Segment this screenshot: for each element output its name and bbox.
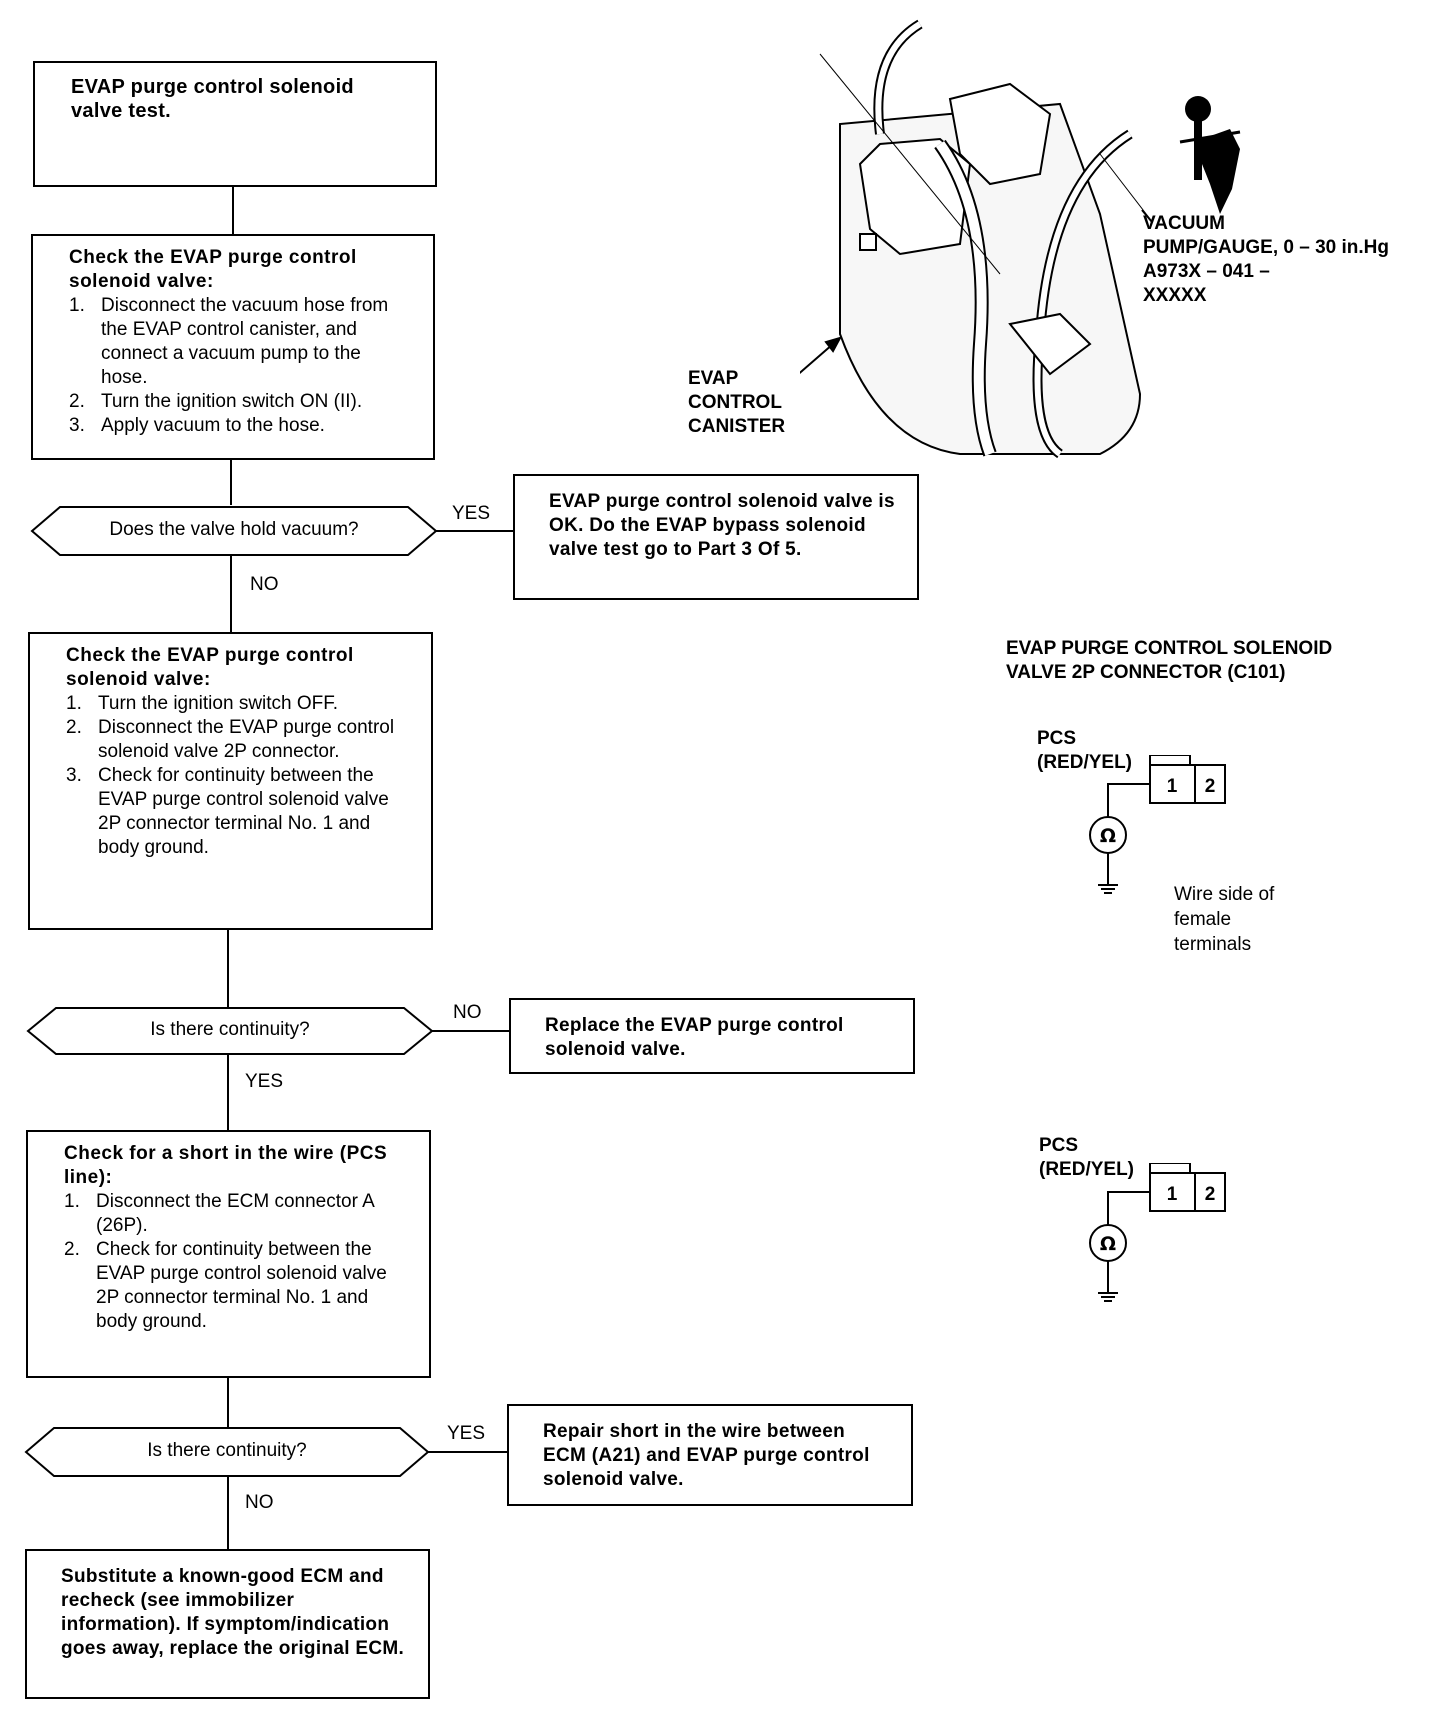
step3-list: 1.Disconnect the ECM connector A (26P). … — [64, 1190, 399, 1334]
step1-title: Check the EVAP purge control solenoid va… — [69, 247, 357, 292]
step1-item: 1.Disconnect the vacuum hose from the EV… — [69, 295, 389, 388]
connector1-note: Wire side of female terminals — [1174, 884, 1275, 955]
step2-item: 3.Check for continuity between the EVAP … — [66, 765, 389, 858]
result3-box: Repair short in the wire between ECM (A2… — [507, 1404, 913, 1506]
result3-text: Repair short in the wire between ECM (A2… — [543, 1421, 870, 1490]
start-box: EVAP purge control solenoid valve test. — [33, 61, 437, 187]
result2-text: Replace the EVAP purge control solenoid … — [545, 1015, 844, 1060]
decision-diamond-2 — [26, 1007, 434, 1055]
step2-item: 1.Turn the ignition switch OFF. — [66, 693, 339, 714]
connector2-pin1: 1 — [1167, 1184, 1178, 1205]
decision1-question: Does the valve hold vacuum? — [109, 519, 359, 540]
step2-list: 1.Turn the ignition switch OFF. 2.Discon… — [66, 692, 401, 860]
decision1-yes-label: YES — [452, 503, 491, 524]
decision2-yes-label: YES — [245, 1071, 284, 1092]
canister-label: EVAP CONTROL CANISTER — [688, 368, 786, 437]
final-box: Substitute a known-good ECM and recheck … — [25, 1549, 430, 1699]
decision2-no-label: NO — [453, 1002, 482, 1023]
decision-diamond-1 — [30, 506, 438, 556]
connector2-pin2: 2 — [1205, 1184, 1216, 1205]
decision1-no-label: NO — [250, 574, 279, 595]
decision3-no-label: NO — [245, 1492, 274, 1513]
connector2-wire-label: PCS (RED/YEL) — [1039, 1135, 1134, 1180]
vacuum-pump-icon — [1179, 96, 1241, 214]
decision-diamond-3 — [24, 1427, 430, 1477]
step1-item: 2.Turn the ignition switch ON (II). — [69, 391, 363, 412]
decision2-question: Is there continuity? — [150, 1019, 310, 1040]
step3-item: 1.Disconnect the ECM connector A (26P). — [64, 1191, 374, 1236]
connector1-pin1: 1 — [1167, 776, 1178, 797]
decision3-yes-label: YES — [447, 1423, 486, 1444]
step2-item: 2.Disconnect the EVAP purge control sole… — [66, 717, 395, 762]
canister-illustration — [800, 19, 1241, 459]
step1-list: 1.Disconnect the vacuum hose from the EV… — [69, 294, 403, 438]
connector-title: EVAP PURGE CONTROL SOLENOID VALVE 2P CON… — [1006, 638, 1333, 683]
step1-item: 3.Apply vacuum to the hose. — [69, 415, 325, 436]
connector1-wire-label: PCS (RED/YEL) — [1037, 728, 1132, 773]
vacuum-pump-label: VACUUM PUMP/GAUGE, 0 – 30 in.Hg A973X – … — [1143, 213, 1389, 306]
ohmmeter-icon: Ω — [1100, 825, 1116, 847]
step1-box: Check the EVAP purge control solenoid va… — [31, 234, 435, 460]
connector1-diagram: 1 2 Ω — [1089, 755, 1226, 894]
connector2-diagram: 1 2 Ω — [1089, 1163, 1226, 1302]
result1-text: EVAP purge control solenoid valve is OK.… — [549, 491, 895, 560]
result1-box: EVAP purge control solenoid valve is OK.… — [513, 474, 919, 600]
step3-item: 2.Check for continuity between the EVAP … — [64, 1239, 387, 1332]
final-text: Substitute a known-good ECM and recheck … — [61, 1566, 405, 1659]
ohmmeter-icon: Ω — [1100, 1233, 1116, 1255]
connector1-pin2: 2 — [1205, 776, 1216, 797]
step3-title: Check for a short in the wire (PCS line)… — [64, 1143, 388, 1188]
step3-box: Check for a short in the wire (PCS line)… — [26, 1130, 431, 1378]
step2-box: Check the EVAP purge control solenoid va… — [28, 632, 433, 930]
result2-box: Replace the EVAP purge control solenoid … — [509, 998, 915, 1074]
decision3-question: Is there continuity? — [147, 1440, 307, 1461]
step2-title: Check the EVAP purge control solenoid va… — [66, 645, 354, 690]
start-text: EVAP purge control solenoid valve test. — [71, 76, 354, 122]
